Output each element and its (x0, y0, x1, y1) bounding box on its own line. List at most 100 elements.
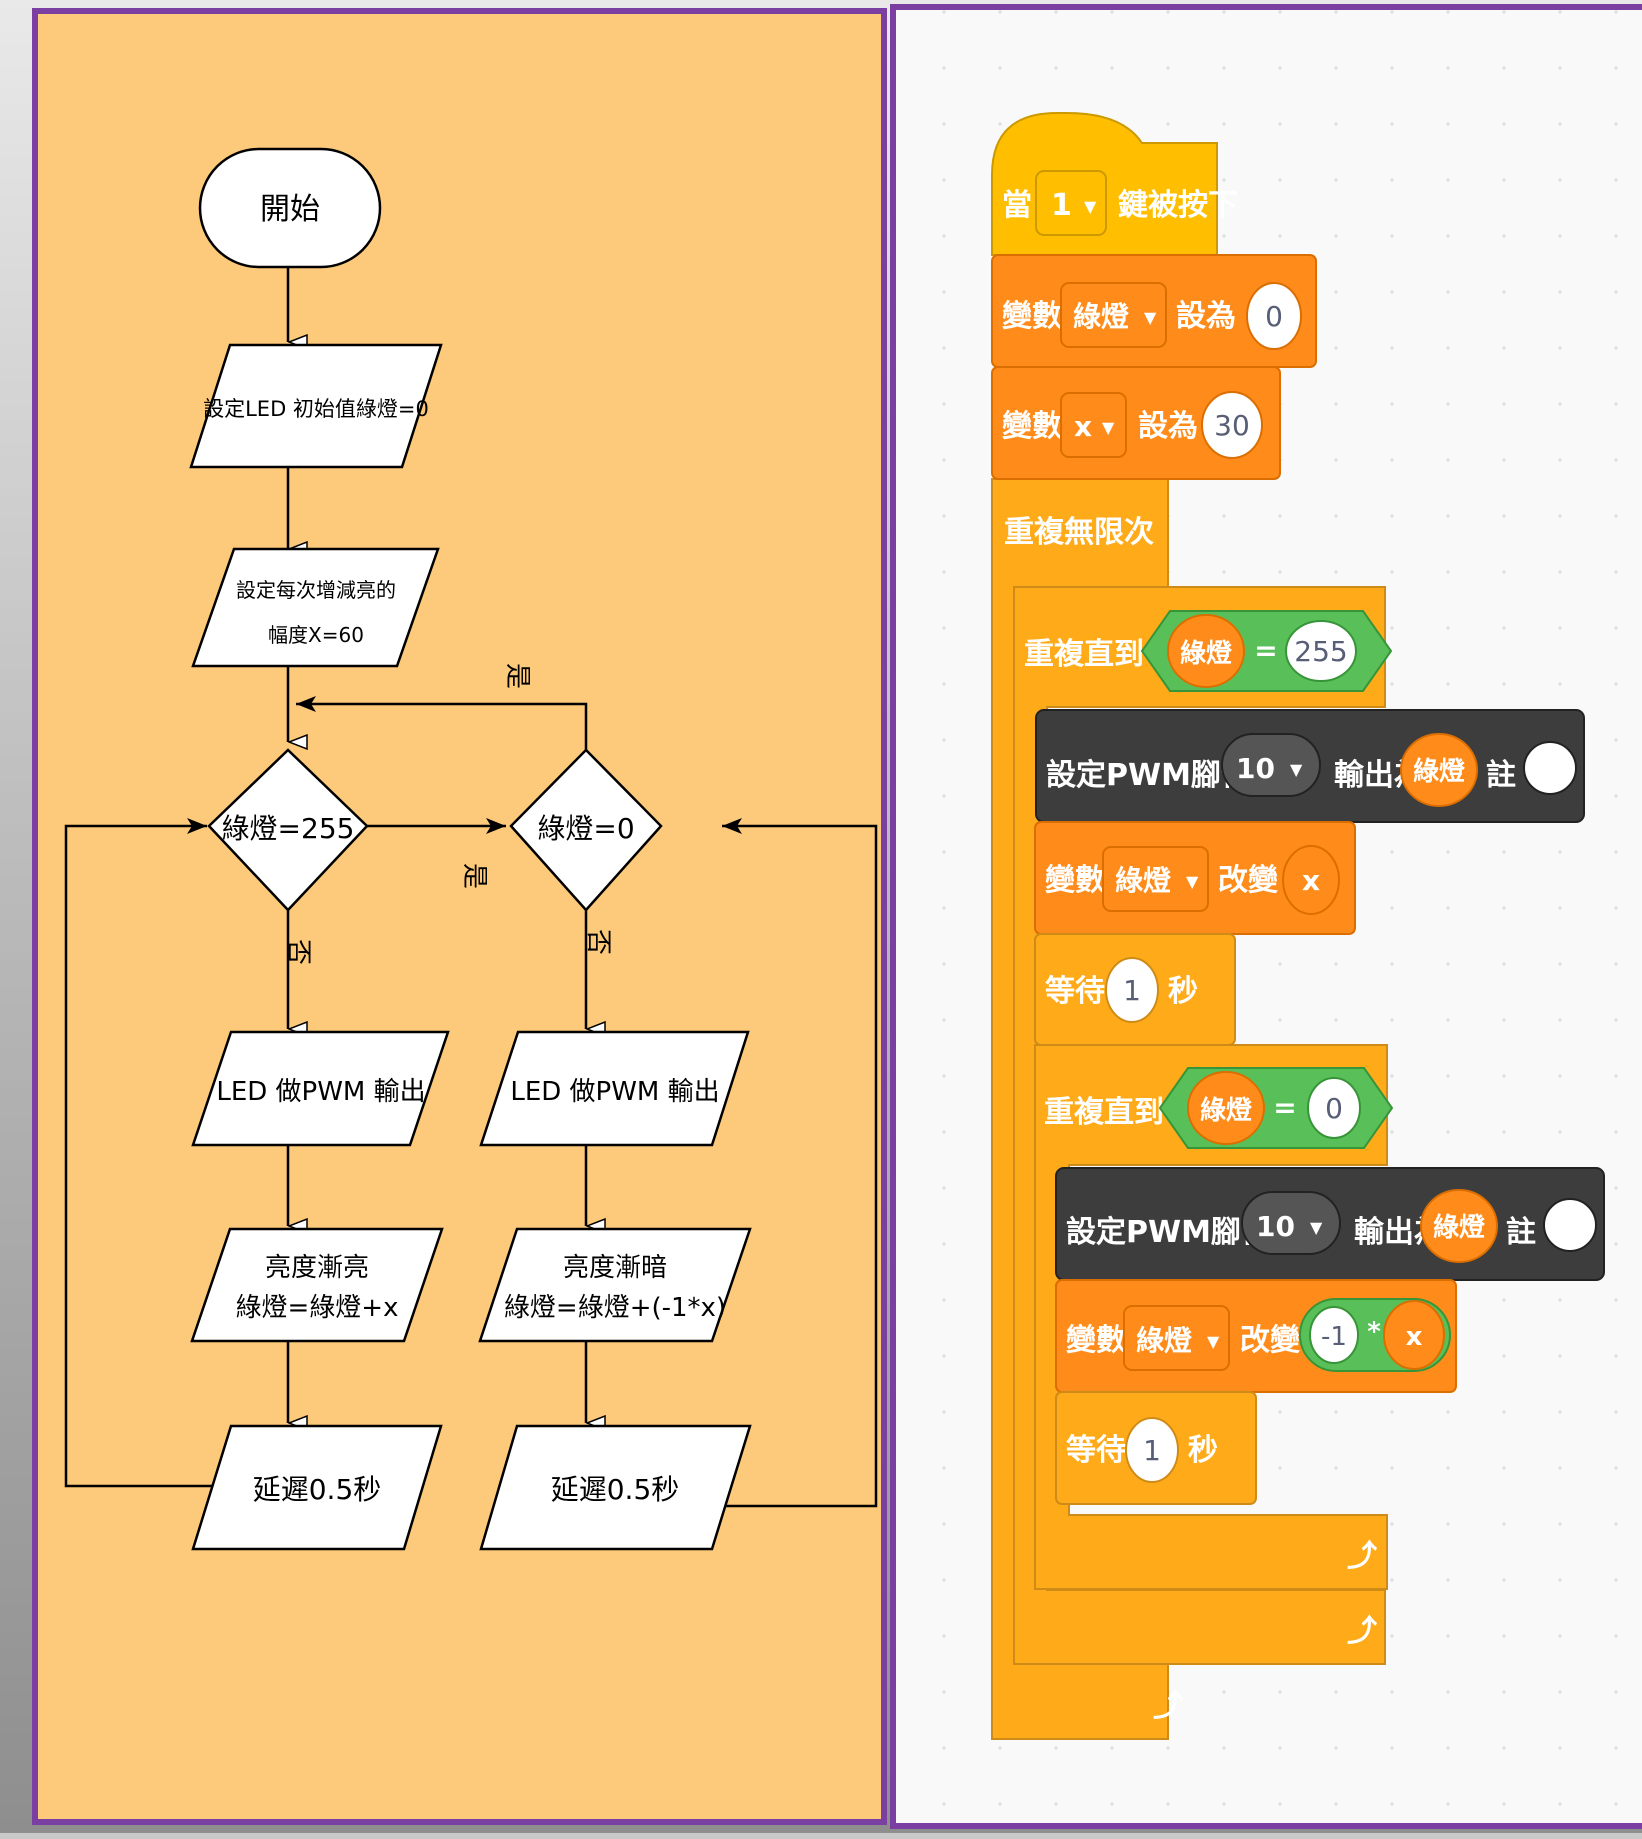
condition-1-var-reporter[interactable] (1167, 614, 1245, 688)
repeat-until-2-end-arrow: ⤴ (1347, 1539, 1378, 1574)
init-parallelogram (189, 343, 443, 469)
change-1-value: x (1302, 864, 1320, 897)
step-parallelogram (191, 547, 440, 668)
condition-2[interactable]: 綠燈 = 0 (1158, 1067, 1394, 1149)
when-key-pressed-hat-block[interactable]: 當 1 ▼ 鍵被按下 (991, 112, 1238, 256)
condition-2-var: 綠燈 (1200, 1095, 1252, 1126)
pwm-1-value: 綠燈 (1413, 756, 1465, 787)
wait-2-unit: 秒 (1188, 1433, 1218, 1468)
wait-1-value-input[interactable] (1105, 957, 1159, 1023)
wait-2-value-input[interactable] (1125, 1417, 1179, 1483)
block-code-panel: 重複無限次 ⤴ 重複直到 ⤴ 重複直到 ⤴ 當 1 ▼ 鍵被按下 變數 綠燈 ▼… (890, 4, 1642, 1829)
change-1-var: 綠燈 (1115, 864, 1171, 897)
forever-label: 重複無限次 (1004, 515, 1154, 550)
bright-right-line2: 綠燈=綠燈+(-1*x) (504, 1293, 726, 1323)
condition-2-op: = (1273, 1091, 1296, 1124)
set-x-label: 變數 (1002, 409, 1062, 444)
set-green-var: 綠燈 (1073, 300, 1129, 333)
flowchart-canvas: 開始 設定LED 初始值綠燈=0 設定每次增減亮的 幅度X=60 綠燈=255 … (64, 147, 878, 1551)
multiply-b: x (1406, 1322, 1423, 1352)
set-x-op: 設為 (1138, 409, 1198, 444)
key-value: 1 (1051, 188, 1072, 223)
change-1-var-dropdown[interactable] (1102, 846, 1209, 912)
set-x-var: x (1074, 410, 1092, 443)
forever-end-arrow: ⤴ (1153, 1689, 1184, 1724)
set-x-var-dropdown[interactable] (1060, 392, 1127, 458)
set-x-value: 30 (1214, 409, 1250, 442)
multiply-sign: * (1367, 1317, 1381, 1347)
pwm-block-2[interactable]: 設定PWM腳位 10 ▼ 輸出為 綠燈 註 (1055, 1167, 1605, 1281)
init-label: 設定LED 初始值綠燈=0 (203, 397, 429, 421)
condition-2-value-input[interactable] (1307, 1077, 1361, 1139)
set-green-value-input[interactable] (1246, 282, 1302, 350)
pwm-1-note-input[interactable] (1523, 741, 1577, 795)
start-terminal (198, 147, 382, 269)
wait-block-2[interactable]: 等待 1 秒 (1055, 1391, 1257, 1505)
decision-255 (207, 748, 369, 912)
decision-0-label: 綠燈=0 (537, 812, 634, 845)
pwm-2-value-reporter[interactable] (1420, 1189, 1498, 1263)
set-green-var-dropdown[interactable] (1060, 282, 1167, 348)
condition-1-op: = (1254, 634, 1277, 667)
repeat-until-2-label: 重複直到 (1044, 1095, 1164, 1130)
repeat-until-1-label: 重複直到 (1024, 637, 1144, 672)
bright-right-line1: 亮度漸暗 (563, 1253, 667, 1283)
change-1-chevron-down-icon: ▼ (1186, 872, 1199, 891)
bright-left-line1: 亮度漸亮 (265, 1253, 369, 1283)
yes-label-top: 是 (502, 663, 532, 689)
set-green-block[interactable]: 變數 綠燈 ▼ 設為 0 (991, 254, 1317, 368)
condition-1-value: 255 (1294, 635, 1347, 668)
multiply-b-reporter[interactable] (1383, 1300, 1445, 1370)
set-x-value-input[interactable] (1201, 391, 1263, 459)
pwm-1-value-reporter[interactable] (1400, 733, 1478, 807)
wait-2-value: 1 (1143, 1434, 1161, 1467)
pwm-2-note-input[interactable] (1543, 1198, 1597, 1252)
pwm-right-parallelogram (479, 1030, 750, 1147)
condition-1-value-input[interactable] (1285, 620, 1357, 682)
pwm-2-pin: 10 (1256, 1210, 1295, 1243)
pwm-right-label: LED 做PWM 輸出 (510, 1077, 719, 1107)
change-green-block-2[interactable]: 變數 綠燈 ▼ 改變 -1 * x (1055, 1279, 1457, 1393)
step-label-2: 幅度X=60 (268, 623, 364, 647)
change-2-op: 改變 (1240, 1323, 1300, 1358)
repeat-until-1-end-arrow: ⤴ (1347, 1614, 1378, 1649)
change-2-var-dropdown[interactable] (1123, 1305, 1230, 1371)
repeat-until-1-block[interactable]: 重複直到 ⤴ (1013, 586, 1386, 1665)
set-green-op: 設為 (1176, 299, 1236, 334)
pwm-2-value: 綠燈 (1433, 1212, 1485, 1243)
pwm-1-chevron-down-icon: ▼ (1290, 760, 1303, 779)
pwm-1-label: 設定PWM腳位 (1046, 758, 1251, 793)
set-x-block[interactable]: 變數 x ▼ 設為 30 (991, 366, 1281, 480)
delay-left-label: 延遲0.5秒 (253, 1473, 382, 1506)
change-green-block-1[interactable]: 變數 綠燈 ▼ 改變 x (1034, 821, 1356, 935)
condition-2-value: 0 (1325, 1092, 1343, 1125)
bright-left-line2: 綠燈=綠燈+x (236, 1293, 399, 1323)
condition-1[interactable]: 綠燈 = 255 (1140, 610, 1393, 692)
pwm-left-label: LED 做PWM 輸出 (216, 1077, 425, 1107)
set-green-label: 變數 (1002, 299, 1062, 334)
multiply-a: -1 (1321, 1322, 1347, 1352)
key-chevron-down-icon: ▼ (1084, 197, 1097, 216)
set-x-chevron-down-icon: ▼ (1102, 418, 1115, 437)
condition-2-var-reporter[interactable] (1187, 1071, 1265, 1145)
block-canvas: 重複無限次 ⤴ 重複直到 ⤴ 重複直到 ⤴ 當 1 ▼ 鍵被按下 變數 綠燈 ▼… (991, 112, 1605, 1740)
pwm-1-note: 註 (1486, 758, 1516, 793)
pwm-2-pin-dropdown[interactable] (1241, 1191, 1341, 1255)
wait-1-label: 等待 (1045, 974, 1105, 1009)
decision-0 (509, 748, 663, 912)
pwm-1-pin: 10 (1236, 752, 1275, 785)
start-label: 開始 (260, 192, 320, 227)
multiply-a-input[interactable] (1309, 1306, 1359, 1364)
wait-1-unit: 秒 (1168, 974, 1198, 1009)
wait-block-1[interactable]: 等待 1 秒 (1034, 933, 1236, 1046)
wait-1-value: 1 (1123, 974, 1141, 1007)
pwm-block-1[interactable]: 設定PWM腳位 10 ▼ 輸出為 綠燈 註 (1035, 709, 1585, 823)
decision-255-label: 綠燈=255 (222, 812, 355, 845)
delay-left-parallelogram (191, 1424, 443, 1551)
pwm-left-parallelogram (191, 1030, 450, 1147)
delay-right-parallelogram (479, 1424, 752, 1551)
change-1-label: 變數 (1045, 863, 1105, 898)
pwm-1-pin-dropdown[interactable] (1221, 733, 1321, 797)
key-dropdown[interactable] (1035, 170, 1107, 236)
change-1-value-reporter[interactable] (1282, 845, 1340, 915)
